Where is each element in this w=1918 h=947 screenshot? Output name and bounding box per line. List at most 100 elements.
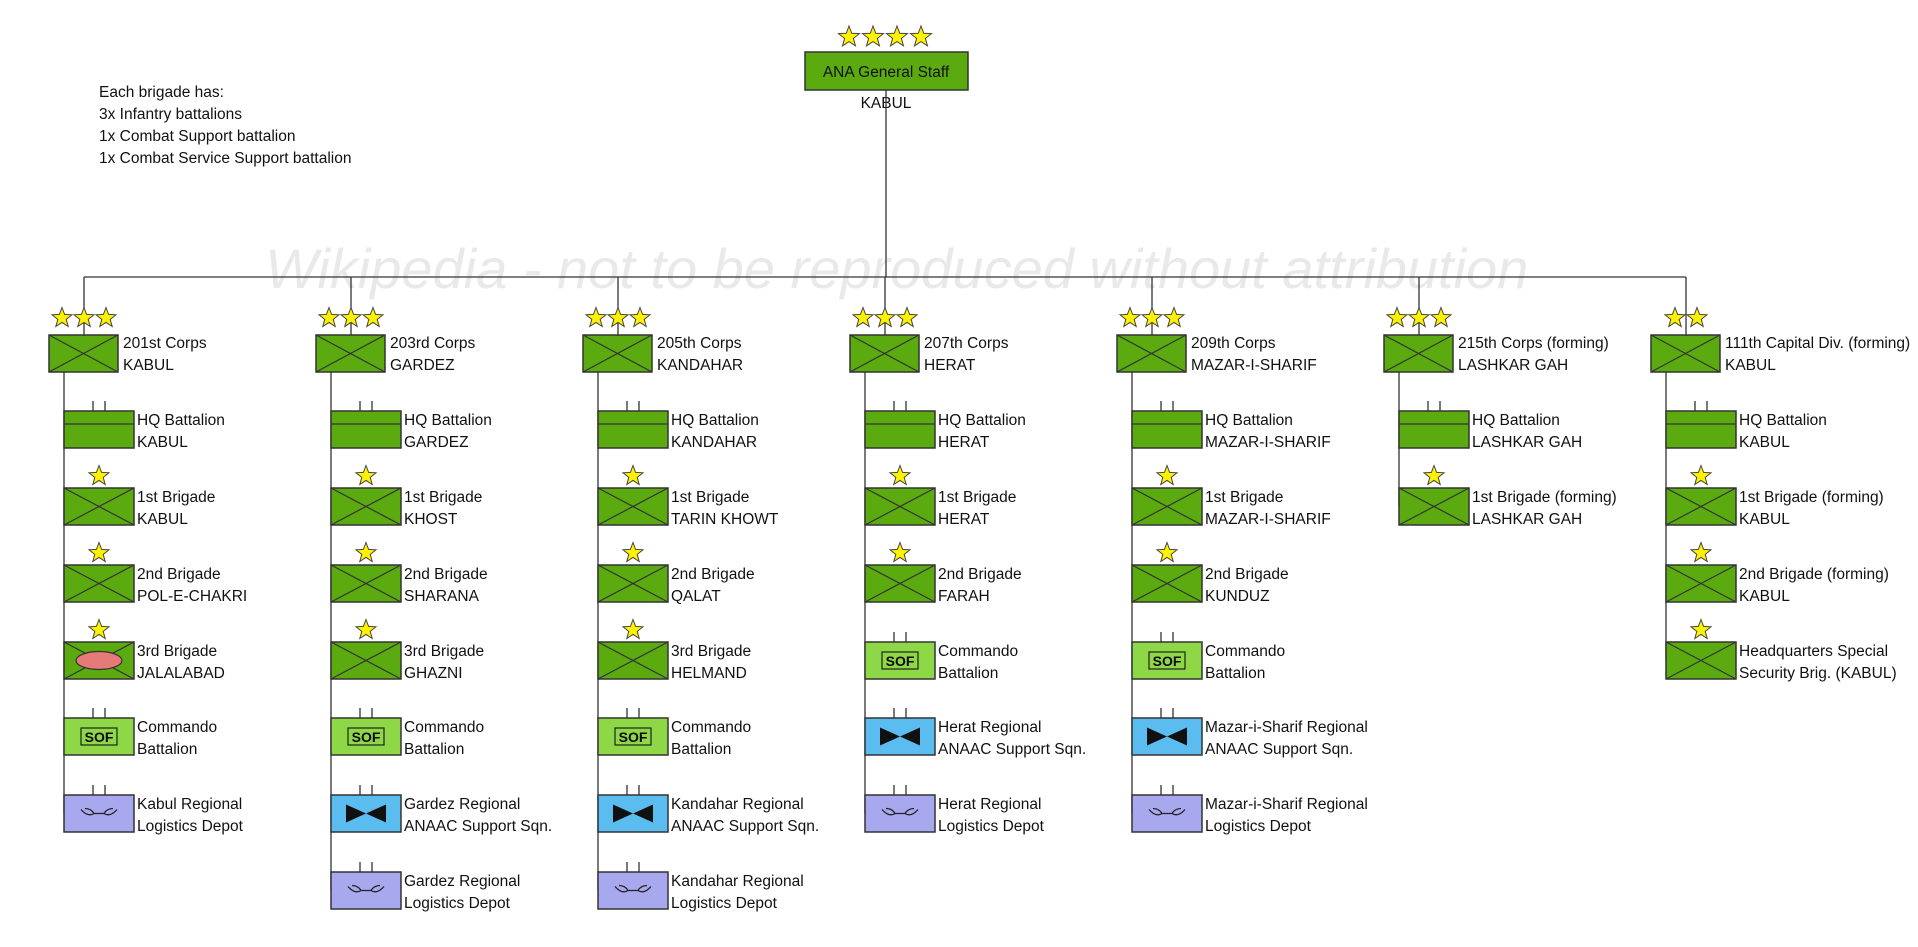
unit-label-line-2: POL-E-CHAKRI: [137, 588, 247, 605]
battalion-size-marker: [359, 862, 373, 872]
rank-star-icon: [354, 464, 378, 486]
rank-star-icon: [1689, 464, 1713, 486]
unit-label-line-2: KUNDUZ: [1205, 588, 1270, 605]
unit-label-line-2: FARAH: [938, 588, 990, 605]
unit-label-line-2: Logistics Depot: [938, 818, 1045, 835]
unit-label-line-2: ANAAC Support Sqn.: [938, 741, 1086, 758]
corps-name: 207th Corps: [924, 335, 1009, 352]
unit-label-line-1: 2nd Brigade: [938, 566, 1022, 583]
rank-star-icon: [1155, 464, 1179, 486]
aviation-bowtie-icon: [1147, 727, 1187, 746]
unit-label-line-2: TARIN KHOWT: [671, 511, 779, 528]
battalion-size-marker: [92, 708, 106, 718]
infantry-cross-icon: [48, 334, 119, 373]
infantry-cross-icon: [1383, 334, 1454, 373]
rank-star-icon: [584, 306, 608, 328]
rank-star-icon: [317, 306, 341, 328]
note-line-1: 3x Infantry battalions: [99, 106, 242, 123]
infantry-cross-icon: [849, 334, 920, 373]
infantry-cross-icon: [1665, 564, 1737, 603]
rank-star-icon: [888, 541, 912, 563]
rank-star-icon: [1429, 306, 1453, 328]
unit-label-line-2: KABUL: [1739, 511, 1790, 528]
unit-label-line-1: Kandahar Regional: [671, 796, 804, 813]
unit-label-line-1: Mazar-i-Sharif Regional: [1205, 796, 1368, 813]
unit-label-line-1: 1st Brigade: [404, 489, 482, 506]
unit-label-line-2: Logistics Depot: [1205, 818, 1312, 835]
unit-label-line-2: SHARANA: [404, 588, 480, 605]
battalion-size-marker: [626, 708, 640, 718]
rank-star-icon: [339, 306, 363, 328]
rank-star-icon: [621, 464, 645, 486]
unit-label-line-1: 2nd Brigade: [671, 566, 755, 583]
battalion-size-marker: [1694, 401, 1708, 411]
infantry-cross-icon: [63, 564, 135, 603]
rank-star-icon: [87, 618, 111, 640]
unit-label-line-2: HERAT: [938, 511, 990, 528]
aviation-bowtie-icon: [880, 727, 920, 746]
watermark: Wikipedia - not to be reproduced without…: [265, 237, 1528, 300]
unit-label-line-1: Herat Regional: [938, 719, 1041, 736]
rank-star-icon: [50, 306, 74, 328]
unit-label-line-2: Battalion: [938, 665, 998, 682]
unit-label-line-1: 2nd Brigade: [1205, 566, 1289, 583]
note-line-3: 1x Combat Service Support battalion: [99, 150, 351, 167]
battalion-size-marker: [359, 785, 373, 795]
infantry-cross-icon: [1650, 334, 1721, 373]
unit-label-line-2: ANAAC Support Sqn.: [671, 818, 819, 835]
battalion-size-marker: [893, 785, 907, 795]
infantry-cross-icon: [1665, 641, 1737, 680]
unit-label-line-1: HQ Battalion: [938, 412, 1026, 429]
logistics-icon: [614, 884, 652, 893]
sof-tab-icon: [1148, 651, 1186, 670]
rank-star-icon: [837, 24, 861, 48]
infantry-cross-icon: [1665, 487, 1737, 526]
rank-star-icon: [606, 306, 630, 328]
rank-star-icon: [1689, 618, 1713, 640]
infantry-cross-icon: [582, 334, 653, 373]
unit-label-line-1: HQ Battalion: [1472, 412, 1560, 429]
unit-label-line-2: Logistics Depot: [404, 895, 511, 912]
hq-unit-symbol: [597, 410, 669, 449]
infantry-cross-icon: [864, 487, 936, 526]
unit-label-line-1: Mazar-i-Sharif Regional: [1205, 719, 1368, 736]
battalion-size-marker: [626, 785, 640, 795]
battalion-size-marker: [359, 401, 373, 411]
unit-label-line-1: 2nd Brigade: [137, 566, 221, 583]
unit-label-line-2: ANAAC Support Sqn.: [1205, 741, 1353, 758]
unit-label-line-1: Commando: [671, 719, 751, 736]
unit-label-line-2: MAZAR-I-SHARIF: [1205, 511, 1331, 528]
infantry-cross-icon: [1131, 487, 1203, 526]
note-line-2: 1x Combat Support battalion: [99, 128, 295, 145]
unit-label-line-2: LASHKAR GAH: [1472, 434, 1582, 451]
infantry-cross-icon: [1116, 334, 1187, 373]
rank-star-icon: [354, 541, 378, 563]
rank-star-icon: [94, 306, 118, 328]
unit-label-line-1: 2nd Brigade: [404, 566, 488, 583]
corps-name: 111th Capital Div. (forming): [1725, 335, 1910, 352]
unit-label-line-2: HERAT: [938, 434, 990, 451]
hq-unit-symbol: [864, 410, 936, 449]
unit-label-line-1: Gardez Regional: [404, 796, 520, 813]
special-oval-icon: [75, 650, 123, 671]
hq-unit-symbol: [1131, 410, 1203, 449]
unit-label-line-1: 3rd Brigade: [404, 643, 484, 660]
battalion-size-marker: [1160, 401, 1174, 411]
unit-label-line-2: Battalion: [1205, 665, 1265, 682]
unit-label-line-1: HQ Battalion: [137, 412, 225, 429]
